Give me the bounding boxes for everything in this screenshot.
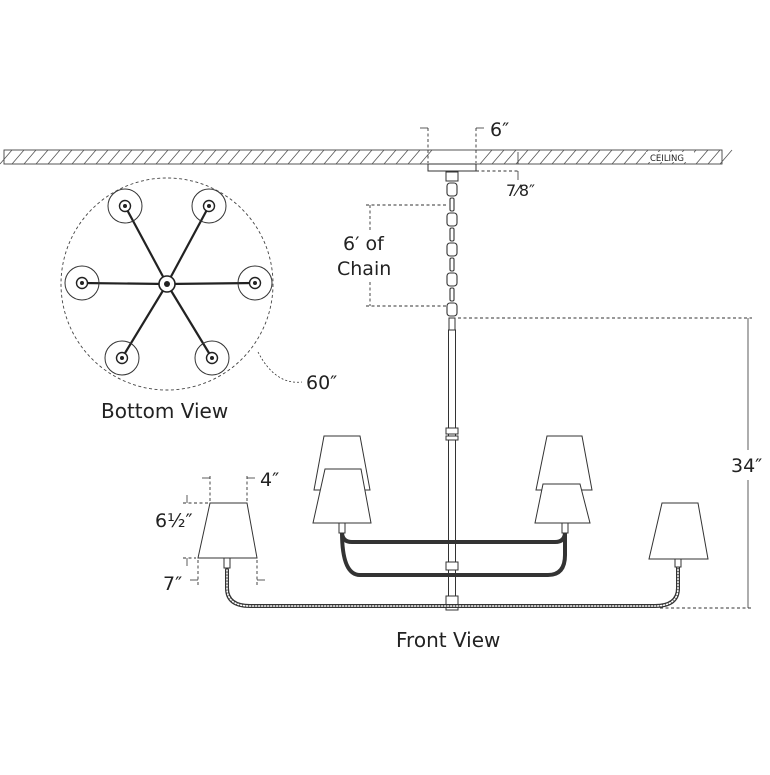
bottom-cup <box>107 188 143 224</box>
shade-right <box>648 502 709 568</box>
diameter-label: 60″ <box>306 372 337 394</box>
canopy <box>427 163 477 172</box>
bottom-arm <box>121 283 168 359</box>
bottom-arm <box>124 205 168 285</box>
ceiling-label: CEILING <box>650 154 684 164</box>
canopy-width-label: 6″ <box>490 119 509 141</box>
chain <box>445 171 459 317</box>
bottom-cup <box>194 340 230 376</box>
upper-arms <box>340 520 567 577</box>
chain-length-dimension: 6′ of Chain <box>337 204 446 307</box>
shade-top-dimension: 4″ <box>202 469 279 502</box>
bottom-view-caption: Bottom View <box>101 399 228 423</box>
ceiling-line: CEILING <box>0 149 733 165</box>
bottom-arm <box>166 281 256 286</box>
bottom-cup <box>191 188 227 224</box>
arm-junction-hub <box>158 275 176 293</box>
bottom-cup <box>104 340 140 376</box>
canopy-height-dimension: 7⁄8″ <box>476 152 535 200</box>
bottom-arm <box>166 205 210 285</box>
lower-arm <box>225 563 680 608</box>
bottom-arm <box>81 281 168 286</box>
bottom-cup <box>64 265 100 301</box>
shade-height-label: 6½″ <box>155 510 193 532</box>
front-view-caption: Front View <box>396 628 500 652</box>
shade-top-label: 4″ <box>260 469 279 491</box>
shade-front-left <box>312 468 372 534</box>
shade-back-right <box>535 435 593 491</box>
shade-bottom-dimension: 7″ <box>163 560 265 595</box>
fixture-outline-circle <box>60 177 274 391</box>
shade-height-dimension: 6½″ <box>155 495 208 566</box>
chain-length-label: 6′ of <box>343 233 385 255</box>
bottom-arm <box>166 283 213 359</box>
chain-word-label: Chain <box>337 258 391 280</box>
fixture-height-dimension: 34″ <box>458 317 762 609</box>
bottom-view-diagram <box>60 177 274 391</box>
shade-left <box>197 502 258 569</box>
fixture-height-label: 34″ <box>731 455 762 477</box>
ceiling-hatching <box>0 149 733 165</box>
canopy-width-dimension: 6″ <box>420 119 509 163</box>
bottom-cup <box>237 265 273 301</box>
canopy-height-label: 7⁄8″ <box>506 181 535 200</box>
shade-bottom-label: 7″ <box>163 573 182 595</box>
shade-front-right <box>534 483 591 534</box>
diameter-leader: 60″ <box>257 351 337 394</box>
center-stem <box>445 317 459 611</box>
